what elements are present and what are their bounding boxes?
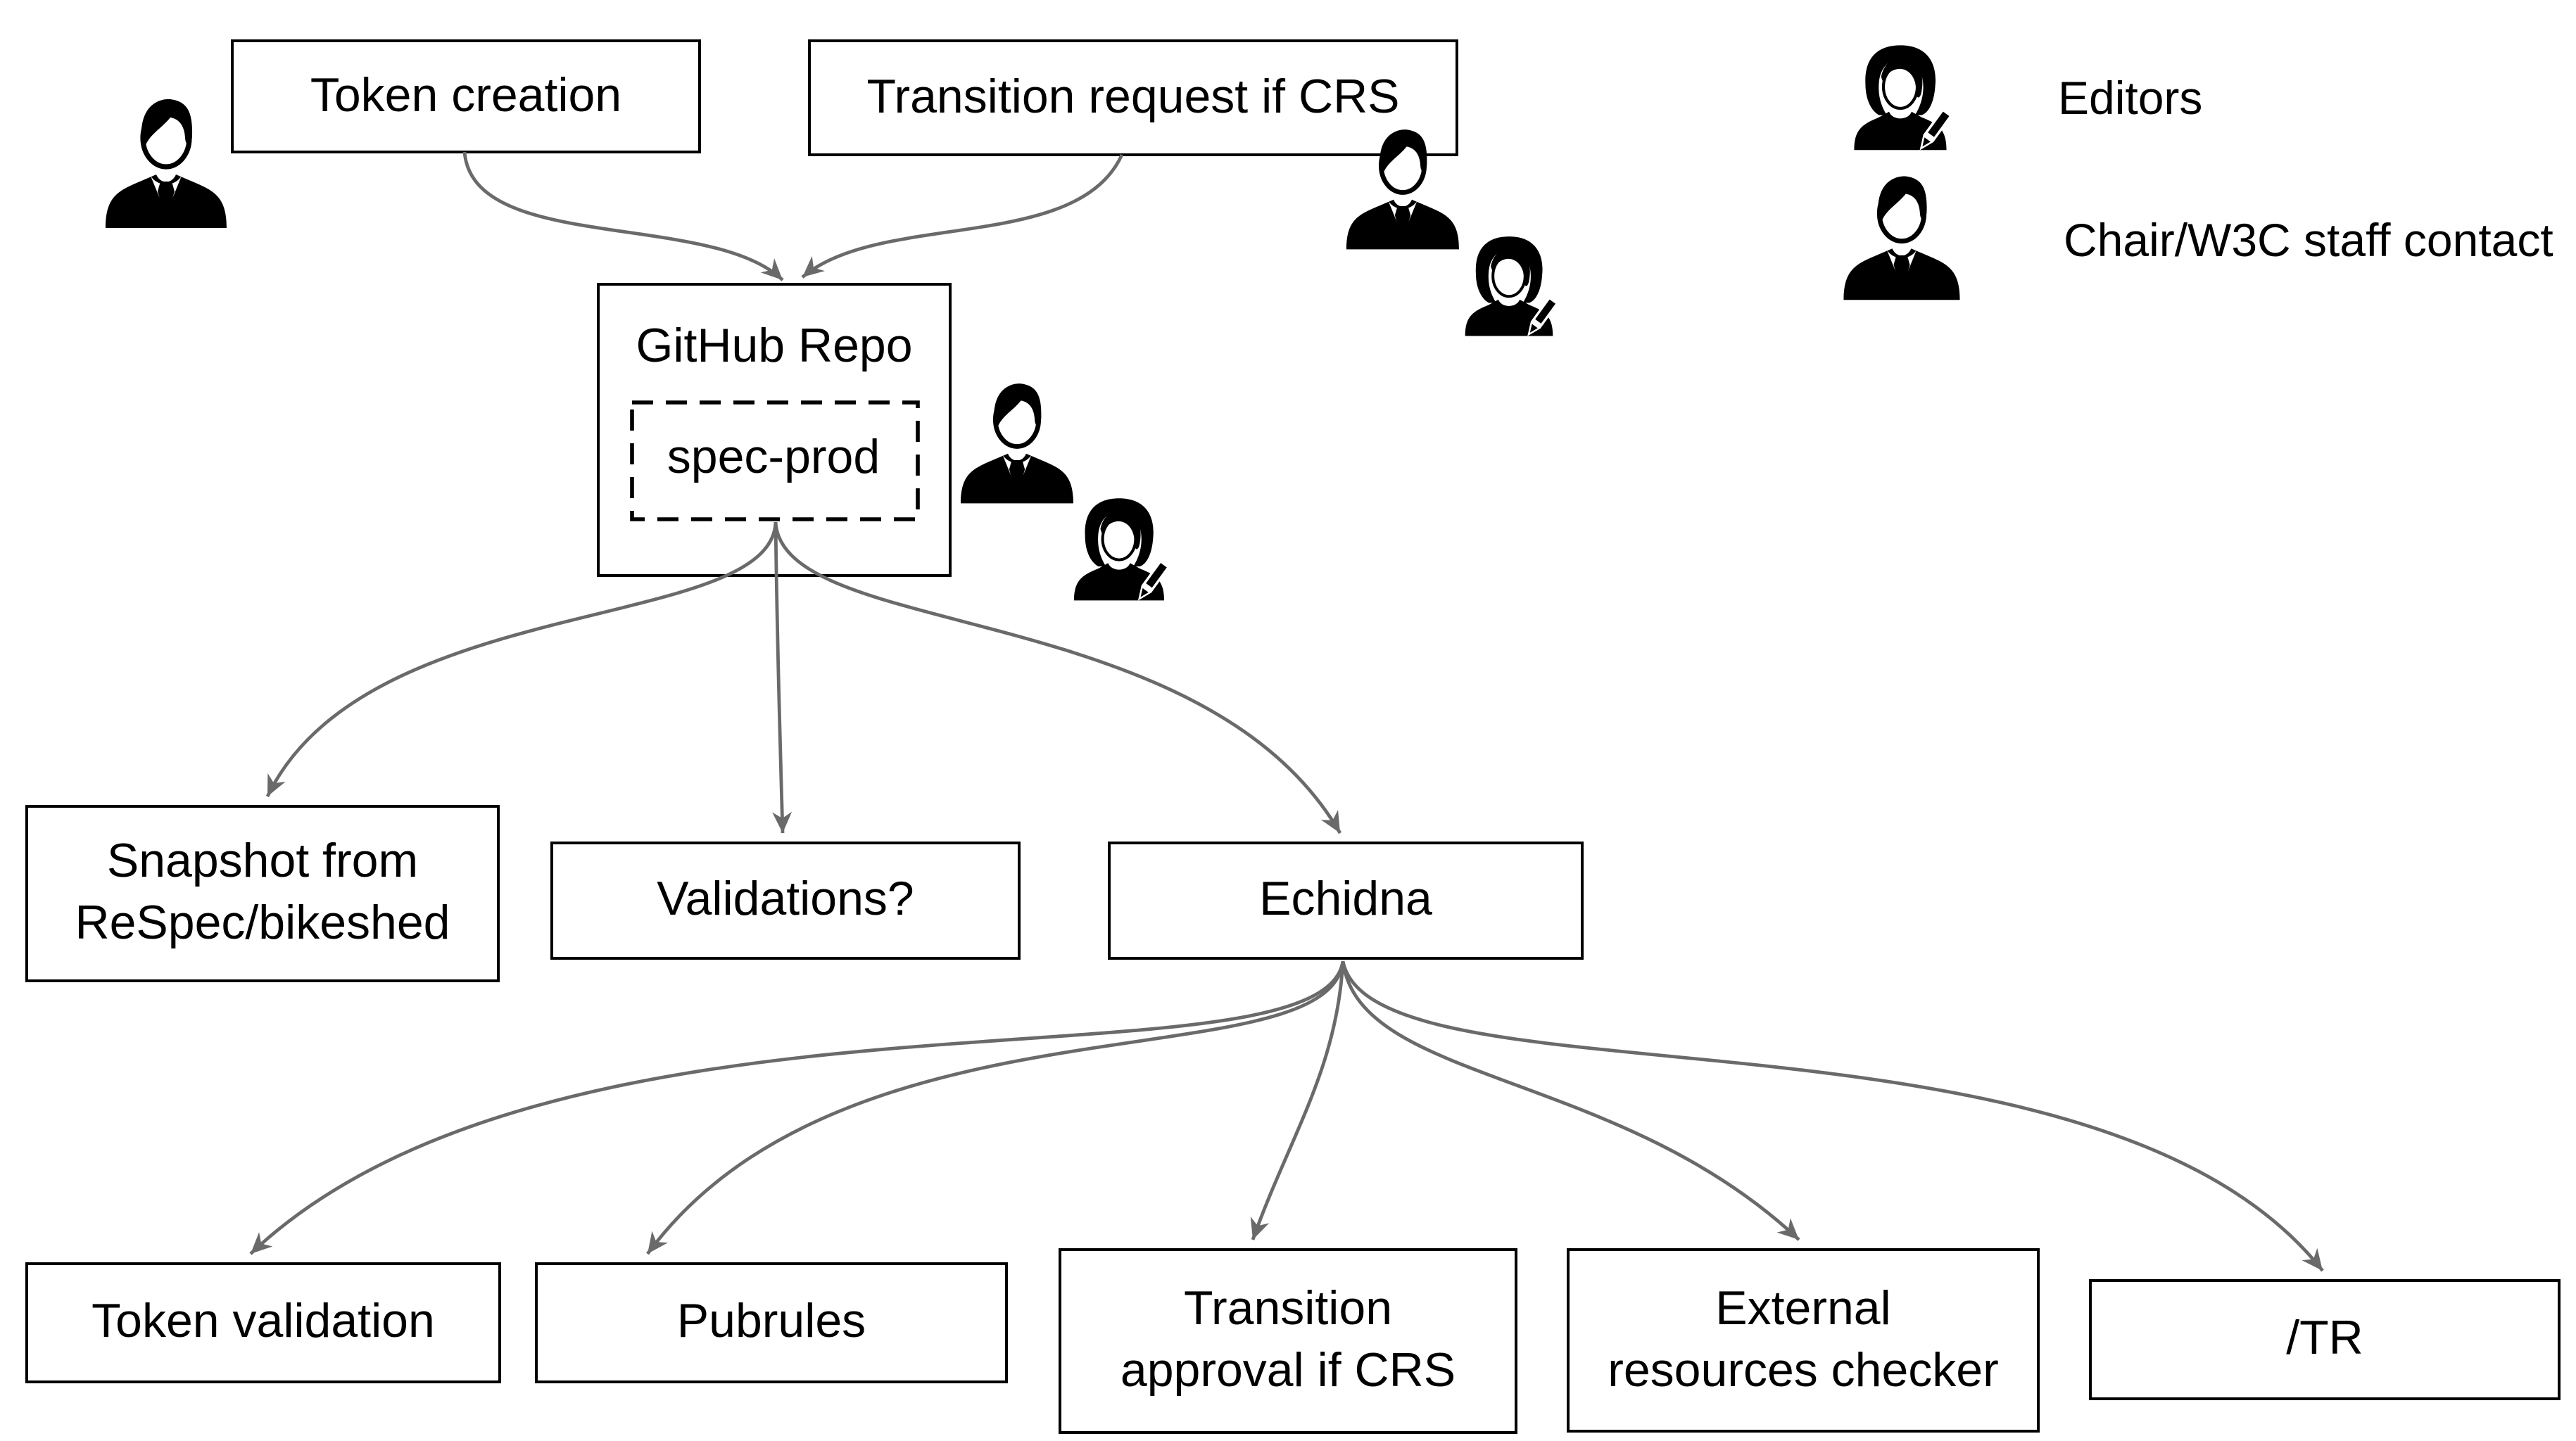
node-token-validation: Token validation — [25, 1262, 501, 1383]
arrow-echidna-to-tr — [1341, 960, 2324, 1272]
node-echidna: Echidna — [1108, 842, 1584, 960]
node-label: approval if CRS — [1120, 1344, 1456, 1397]
node-transition-approval: Transition approval if CRS — [1059, 1248, 1517, 1434]
node-snapshot: Snapshot from ReSpec/bikeshed — [25, 805, 500, 982]
node-label: resources checker — [1608, 1343, 1999, 1397]
legend-chair-icon — [1834, 169, 1969, 304]
node-label: External — [1715, 1281, 1891, 1335]
arrow-transition-request-to-github — [801, 153, 1124, 279]
editor-person-icon — [1064, 481, 1174, 616]
legend-editors-label: Editors — [2058, 72, 2203, 124]
node-label: Validations? — [657, 872, 914, 927]
editor-person-icon — [1463, 235, 1559, 339]
node-label: ReSpec/bikeshed — [75, 896, 450, 950]
arrow-echidna-to-pubrules — [646, 960, 1345, 1255]
chair-person-icon — [1337, 122, 1468, 253]
node-label: Snapshot from — [106, 834, 419, 889]
node-github-repo: GitHub Repo spec-prod — [597, 283, 952, 577]
node-label: Echidna — [1259, 872, 1432, 927]
node-label: Transition — [1183, 1282, 1393, 1336]
arrow-echidna-to-token-validation — [249, 960, 1345, 1255]
node-label: /TR — [2286, 1312, 2363, 1366]
arrow-token-creation-to-github — [462, 151, 784, 281]
node-pubrules: Pubrules — [535, 1262, 1008, 1383]
node-external-resources: External resources checker — [1567, 1248, 2040, 1433]
node-transition-request: Transition request if CRS — [808, 39, 1458, 156]
node-label: Transition request if CRS — [866, 70, 1400, 124]
node-label: Pubrules — [676, 1295, 866, 1349]
chair-person-icon — [96, 87, 236, 236]
node-label: GitHub Repo — [636, 319, 913, 373]
arrow-echidna-to-transition-approval — [1250, 960, 1345, 1240]
node-label: Token creation — [310, 68, 622, 122]
legend-editor-icon — [1844, 31, 1957, 163]
chair-person-icon — [952, 374, 1082, 509]
node-label: spec-prod — [667, 430, 880, 484]
node-tr: /TR — [2089, 1279, 2561, 1400]
node-label: Token validation — [91, 1295, 435, 1349]
node-token-creation: Token creation — [231, 39, 701, 153]
arrow-echidna-to-external-resources — [1341, 960, 1800, 1241]
legend-chair-label: Chair/W3C staff contact — [2064, 214, 2553, 266]
node-validations: Validations? — [550, 842, 1021, 960]
node-spec-prod: spec-prod — [631, 400, 916, 516]
